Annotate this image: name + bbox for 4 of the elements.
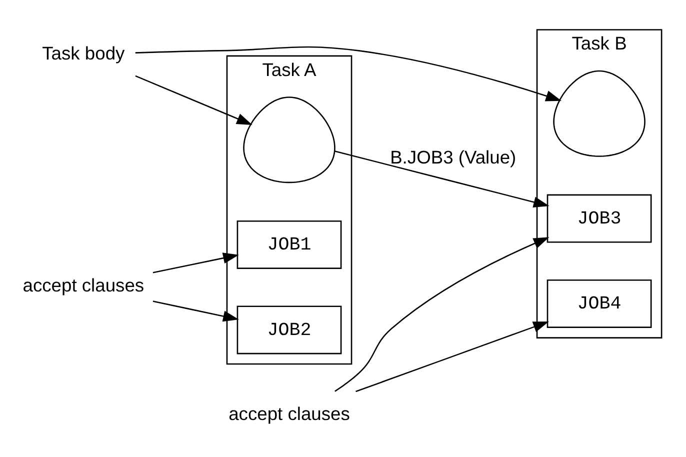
node-text: Task body — [42, 42, 125, 63]
edge-label: B.JOB3 (Value) — [390, 146, 516, 168]
node-text: accept clauses — [22, 274, 144, 296]
node-text: accept clauses — [228, 402, 350, 424]
